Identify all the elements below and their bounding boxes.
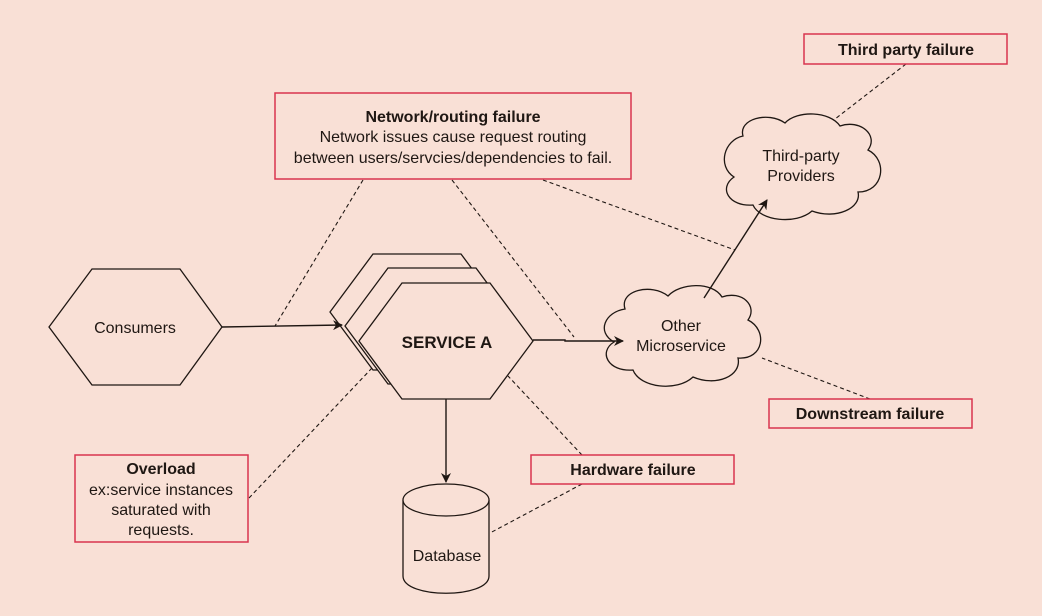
service-a-label: SERVICE A — [402, 333, 493, 352]
other-microservice-node: Other Microservice — [603, 285, 762, 387]
consumers-node: Consumers — [48, 268, 223, 386]
third-party-failure-title: Third party failure — [838, 42, 974, 59]
network-failure-title: Network/routing failure — [365, 109, 540, 126]
downstream-failure-box: Downstream failure — [768, 398, 973, 429]
hardware-connector-service — [507, 375, 583, 456]
service-to-microservice-arrow — [533, 336, 624, 346]
hardware-failure-title: Hardware failure — [570, 462, 695, 479]
other-microservice-label-line1: Other — [661, 318, 702, 335]
hardware-connector-database — [489, 483, 583, 534]
downstream-connector — [761, 357, 871, 400]
network-connector-service — [451, 179, 575, 338]
network-connector-providers — [542, 179, 736, 251]
consumers-to-service-arrow — [221, 320, 343, 331]
third-party-label-line2: Providers — [767, 168, 835, 185]
failure-connectors — [248, 63, 907, 534]
network-failure-box: Network/routing failure Network issues c… — [274, 92, 632, 180]
service-a-node: SERVICE A — [329, 253, 534, 400]
service-a-stack-front — [358, 282, 534, 400]
overload-desc-line1: ex:service instances — [89, 482, 233, 499]
overload-desc-line2: saturated with — [111, 502, 211, 519]
third-party-label-line1: Third-party — [762, 148, 839, 165]
network-failure-desc-line2: between users/servcies/dependencies to f… — [294, 150, 612, 167]
overload-connector — [248, 367, 373, 499]
flow-arrows — [221, 199, 768, 483]
network-connector-consumers — [274, 179, 364, 327]
microservice-to-providers-arrow — [703, 199, 768, 299]
downstream-failure-title: Downstream failure — [796, 406, 945, 423]
overload-failure-box: Overload ex:service instances saturated … — [74, 454, 249, 543]
third-party-failure-box: Third party failure — [803, 33, 1008, 65]
hardware-failure-box: Hardware failure — [530, 454, 735, 485]
database-node: Database — [402, 483, 490, 594]
network-failure-desc-line1: Network issues cause request routing — [320, 129, 587, 146]
third-party-providers-node: Third-party Providers — [723, 113, 882, 221]
overload-title: Overload — [126, 461, 195, 478]
third-party-connector — [825, 63, 907, 127]
consumers-label: Consumers — [94, 320, 176, 337]
other-microservice-label-line2: Microservice — [636, 338, 726, 355]
overload-desc-line3: requests. — [128, 522, 194, 539]
database-label: Database — [413, 548, 482, 565]
